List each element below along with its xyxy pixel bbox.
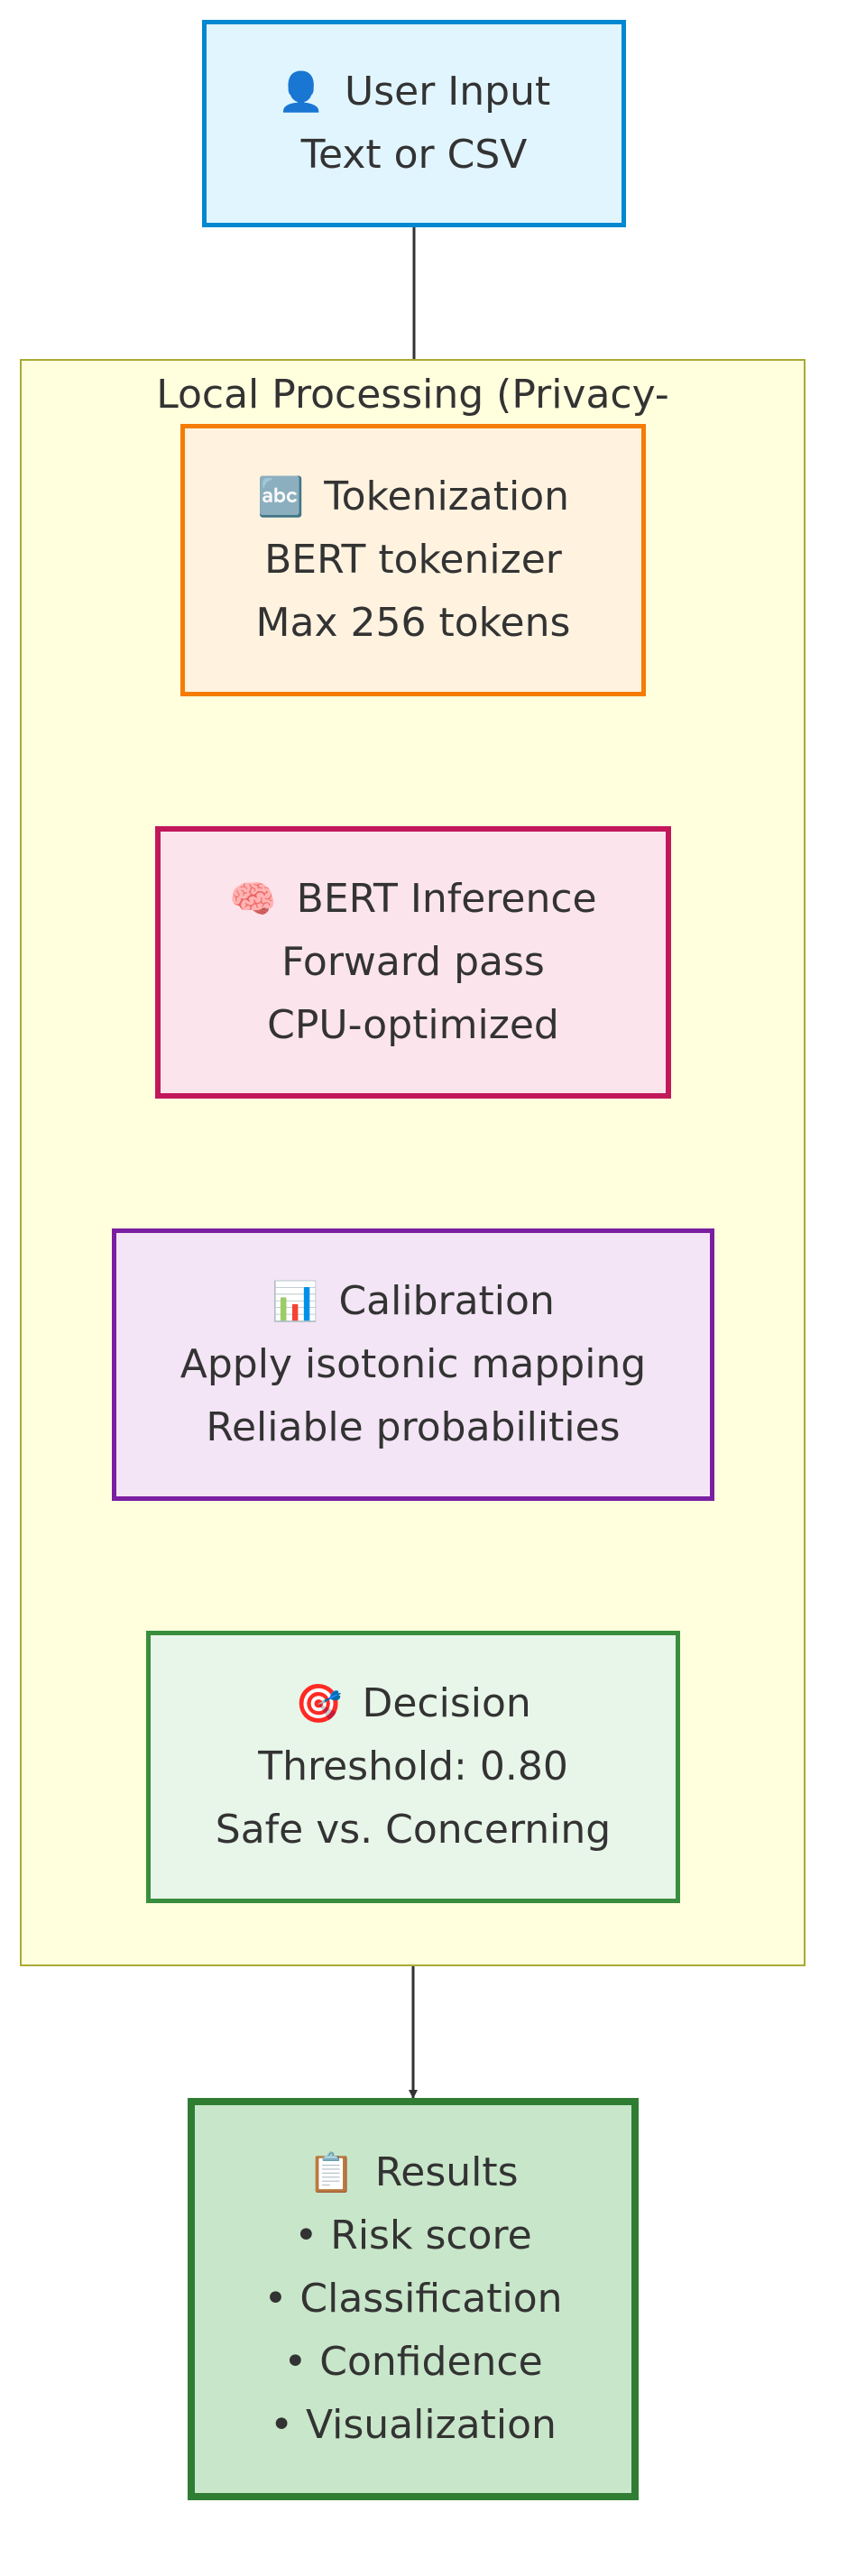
node-title: User Input (345, 69, 551, 115)
node-text-line: Text or CSV (300, 132, 528, 178)
results-node: 📋 Results • Risk score • Classification • Co… (188, 2098, 639, 2500)
node-title: Tokenization (324, 474, 570, 520)
node-title-row: 🧠 BERT Inference (229, 868, 596, 931)
node-title: BERT Inference (296, 876, 597, 922)
brain-icon: 🧠 (229, 877, 277, 921)
node-text-line: Forward pass (281, 939, 545, 985)
node-title-row: 🎯 Decision (295, 1672, 531, 1735)
local-processing-title: Local Processing (Privacy- (156, 372, 669, 418)
node-text-line: Max 256 tokens (255, 600, 571, 646)
node-title-row: 📊 Calibration (272, 1270, 555, 1333)
node-text-line: • Confidence (283, 2339, 543, 2385)
node-text-line: Safe vs. Concerning (215, 1807, 612, 1853)
node-title-row: 👤 User Input (278, 60, 551, 124)
user-icon: 👤 (277, 69, 326, 114)
node-text-line: Apply isotonic mapping (180, 1341, 647, 1387)
node-title: Decision (362, 1680, 531, 1726)
node-text-line: • Classification (263, 2276, 563, 2322)
node-title-row: 📋 Results (308, 2141, 518, 2204)
target-icon: 🎯 (295, 1681, 343, 1725)
abc-icon: 🔤 (256, 474, 305, 519)
bar-chart-icon: 📊 (272, 1279, 319, 1323)
node-text-line: Threshold: 0.80 (258, 1743, 568, 1789)
node-text-line: BERT tokenizer (264, 537, 562, 583)
clipboard-icon: 📋 (308, 2150, 355, 2194)
node-title: Results (374, 2149, 519, 2195)
node-text-line: • Risk score (294, 2213, 532, 2259)
node-text-line: CPU-optimized (267, 1002, 559, 1048)
node-text-line: Reliable probabilities (206, 1404, 621, 1450)
node-title-row: 🔤 Tokenization (257, 465, 569, 529)
node-title: Calibration (338, 1278, 555, 1324)
node-text-line: • Visualization (270, 2402, 557, 2448)
